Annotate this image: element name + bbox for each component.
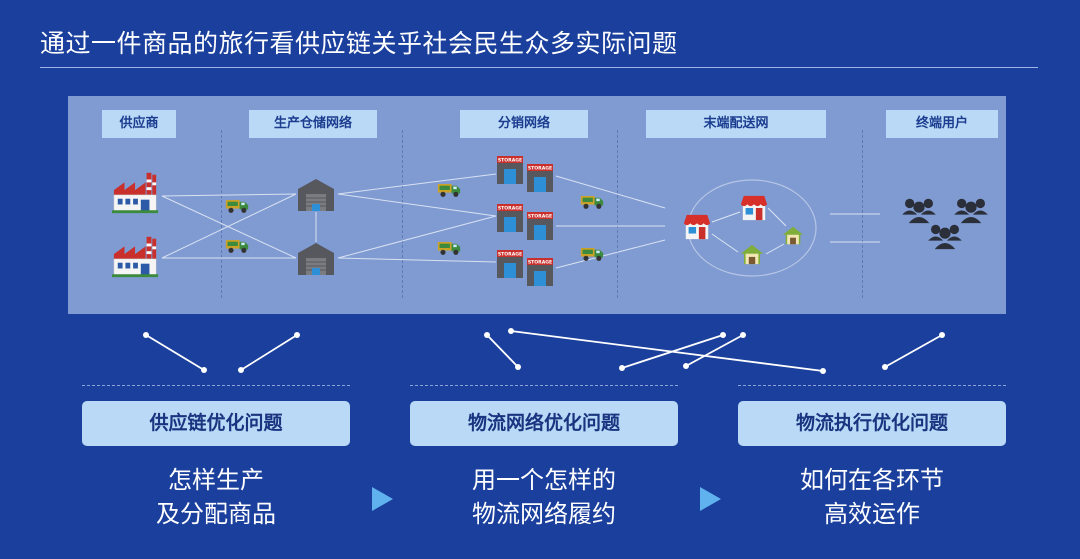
storage-label: STORAGE: [498, 206, 522, 212]
section-divider: [738, 385, 1006, 386]
factory-icon: [112, 170, 160, 214]
title-divider: [40, 67, 1038, 68]
house-icon: [782, 226, 804, 245]
warehouse-icon: [296, 242, 336, 276]
users-icon: [952, 196, 990, 224]
category-logistics-network-optimization: 物流网络优化问题: [410, 401, 678, 446]
store-icon: [740, 194, 768, 222]
description-line: 高效运作: [824, 500, 920, 528]
truck-icon: [580, 246, 604, 262]
stage-label-distribution: 分销网络: [460, 110, 588, 138]
storage-warehouse-icon: STORAGE STORAGE: [497, 250, 553, 286]
stage-divider: [221, 130, 222, 298]
category-logistics-execution-optimization: 物流执行优化问题: [738, 401, 1006, 446]
truck-icon: [225, 238, 249, 254]
stage-label-end-user: 终端用户: [886, 110, 998, 138]
stage-divider: [862, 130, 863, 298]
play-arrow-icon: [372, 487, 393, 511]
truck-icon: [437, 182, 461, 198]
users-icon: [926, 222, 964, 250]
description-line: 怎样生产: [168, 466, 264, 494]
stage-label-production-storage: 生产仓储网络: [249, 110, 377, 138]
house-icon: [740, 244, 764, 265]
page-title: 通过一件商品的旅行看供应链关乎社会民生众多实际问题: [40, 29, 678, 58]
storage-label: STORAGE: [528, 214, 552, 220]
storage-warehouse-icon: STORAGE STORAGE: [497, 204, 553, 240]
description-line: 如何在各环节: [800, 466, 944, 494]
category-supply-chain-optimization: 供应链优化问题: [82, 401, 350, 446]
stage-label-supplier: 供应商: [102, 110, 176, 138]
store-icon: [683, 213, 711, 241]
truck-icon: [225, 198, 249, 214]
description-line: 用一个怎样的: [472, 466, 616, 494]
storage-label: STORAGE: [498, 158, 522, 164]
play-arrow-icon: [700, 487, 721, 511]
storage-warehouse-icon: STORAGE STORAGE: [497, 156, 553, 192]
description-line: 物流网络履约: [472, 500, 616, 528]
users-icon: [900, 196, 938, 224]
truck-icon: [580, 194, 604, 210]
stage-label-last-mile: 末端配送网: [646, 110, 826, 138]
section-divider: [410, 385, 678, 386]
category-description: 怎样生产 及分配商品: [82, 463, 350, 531]
category-description: 如何在各环节 高效运作: [738, 463, 1006, 531]
storage-label: STORAGE: [498, 252, 522, 258]
description-line: 及分配商品: [156, 500, 276, 528]
truck-icon: [437, 240, 461, 256]
factory-icon: [112, 234, 160, 278]
stage-divider: [402, 130, 403, 298]
category-description: 用一个怎样的 物流网络履约: [410, 463, 678, 531]
warehouse-icon: [296, 178, 336, 212]
storage-label: STORAGE: [528, 166, 552, 172]
section-divider: [82, 385, 350, 386]
storage-label: STORAGE: [528, 260, 552, 266]
stage-divider: [617, 130, 618, 298]
